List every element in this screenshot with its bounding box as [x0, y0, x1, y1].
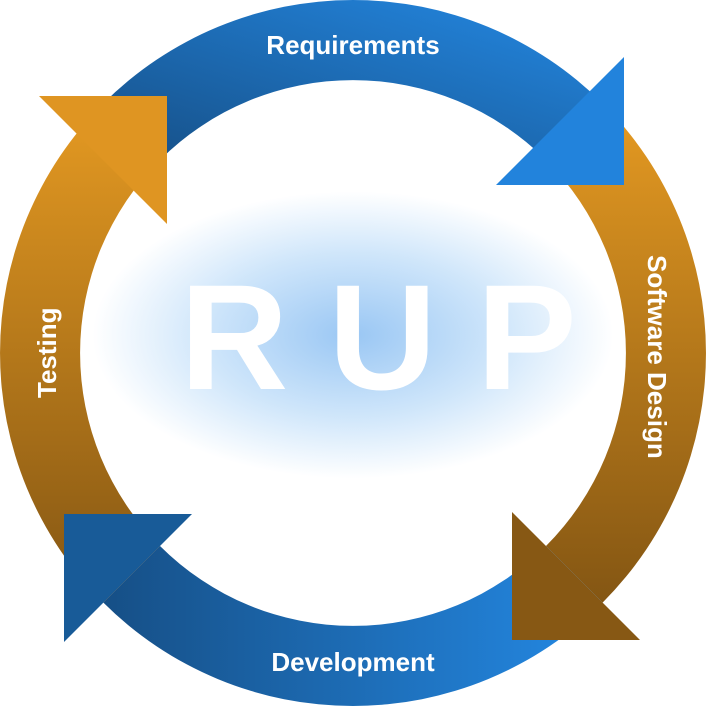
phase-label-testing: Testing [32, 307, 62, 399]
requirements-arrowhead [496, 57, 624, 185]
center-title: RUP [180, 253, 617, 421]
requirements-arc [103, 0, 603, 160]
center-glow [90, 190, 616, 480]
development-arrowhead [64, 514, 192, 642]
testing-arrowhead [39, 96, 167, 224]
development-arc [103, 546, 603, 706]
software-design-arrowhead [512, 512, 640, 640]
phase-label-requirements: Requirements [266, 30, 440, 60]
testing-arc [0, 103, 160, 603]
phase-label-development: Development [271, 647, 435, 677]
phase-label-software-design: Software Design [642, 255, 672, 459]
software-design-arc [546, 103, 706, 603]
